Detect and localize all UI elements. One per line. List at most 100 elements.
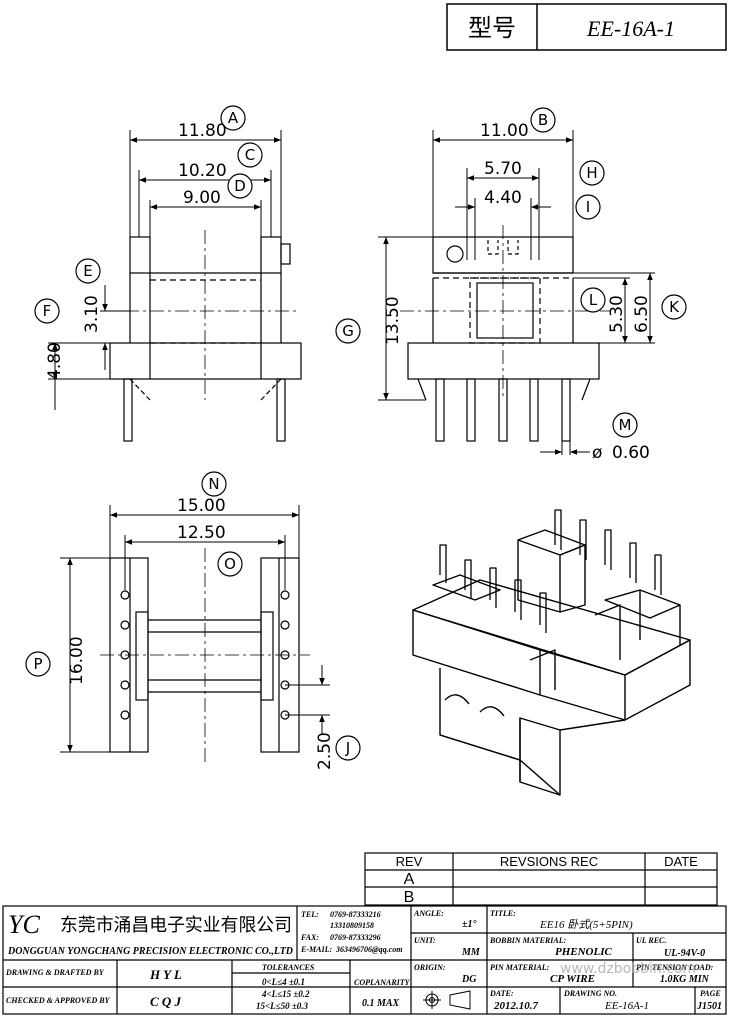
coplanarity-label: COPLANARITY bbox=[354, 978, 411, 987]
bubble-label-a: A bbox=[228, 109, 239, 127]
material-label: BOBBIN MATERIAL: bbox=[489, 936, 567, 945]
date-label: DATE: bbox=[489, 989, 514, 998]
dim-a: 11.80 bbox=[178, 121, 227, 141]
bottom-view-dimensions bbox=[60, 505, 330, 753]
bubble-e bbox=[75, 258, 101, 284]
revision-table-text: REV REVSIONS REC DATE A B bbox=[396, 854, 699, 906]
rev-header-rev: REV bbox=[396, 854, 423, 869]
bubble-label-d: D bbox=[234, 177, 246, 195]
tel-label: TEL: bbox=[301, 910, 319, 919]
checked-label: CHECKED & APPROVED BY bbox=[6, 996, 111, 1005]
bubble-m bbox=[612, 412, 638, 438]
angle-value: ±1° bbox=[462, 919, 477, 930]
tel-value: 0769-87333216 bbox=[330, 910, 381, 919]
bubble-labels: A B C D E F G H I J K L M N O P bbox=[33, 109, 680, 757]
tolerances-label: TOLERANCES bbox=[262, 963, 315, 972]
fax-label: FAX: bbox=[300, 933, 319, 942]
bubble-b bbox=[530, 107, 556, 133]
tol-3: 15<L≤50 ±0.3 bbox=[256, 1001, 309, 1011]
bubble-label-l: L bbox=[589, 291, 598, 309]
fax-value: 0769-87333296 bbox=[330, 933, 381, 942]
callout-bubbles bbox=[25, 105, 687, 761]
dim-e: 3.10 bbox=[82, 295, 102, 333]
drawing-no-label: DRAWING NO. bbox=[563, 989, 617, 998]
rev-header-date: DATE bbox=[664, 854, 698, 869]
material-value: PHENOLIC bbox=[555, 946, 613, 958]
bubble-label-e: E bbox=[83, 262, 92, 280]
title-block-text: YC 东莞市涌昌电子实业有限公司 DONGGUAN YONGCHANG PREC… bbox=[5, 909, 722, 1012]
date-value: 2012.10.7 bbox=[493, 1000, 539, 1012]
company-name-cn: 东莞市涌昌电子实业有限公司 bbox=[60, 915, 292, 936]
ul-label: UL REC. bbox=[636, 936, 666, 945]
side-view bbox=[400, 225, 610, 442]
dim-l: 5.30 bbox=[607, 295, 627, 333]
drawn-label: DRAWING & DRAFTED BY bbox=[5, 968, 105, 977]
origin-label: ORIGIN: bbox=[414, 963, 446, 972]
title-value: EE16 卧式(5+5PIN) bbox=[539, 918, 633, 931]
bubble-label-g: G bbox=[342, 322, 354, 340]
bubble-d bbox=[227, 173, 253, 199]
bubble-label-i: I bbox=[586, 198, 590, 216]
bubble-n bbox=[201, 471, 227, 497]
bubble-k bbox=[661, 294, 687, 320]
company-logo: YC bbox=[8, 910, 40, 939]
rev-row-a: A bbox=[404, 871, 415, 888]
watermark: www.dzbobbin.com bbox=[560, 961, 696, 977]
ul-value: UL-94V-0 bbox=[664, 948, 705, 959]
dim-i: 4.40 bbox=[484, 188, 522, 208]
bubble-label-j: J bbox=[345, 739, 350, 757]
bubble-h bbox=[579, 160, 605, 186]
model-label: 型号 bbox=[468, 14, 516, 42]
revision-table bbox=[364, 852, 718, 906]
front-view-dimensions bbox=[48, 130, 282, 410]
rev-header-rec: REVSIONS REC bbox=[500, 854, 598, 869]
dimension-texts: 11.80 10.20 9.00 11.00 5.70 4.40 15.00 1… bbox=[45, 121, 652, 770]
dim-k: 6.50 bbox=[632, 295, 652, 333]
drawn-value: H Y L bbox=[149, 967, 182, 982]
bubble-label-n: N bbox=[208, 475, 219, 493]
dim-g: 13.50 bbox=[383, 296, 403, 345]
bubble-label-k: K bbox=[669, 298, 680, 316]
bubble-label-o: O bbox=[224, 555, 236, 573]
bubble-label-c: C bbox=[245, 146, 255, 164]
coplanarity-value: 0.1 MAX bbox=[362, 998, 400, 1009]
model-header: 型号 EE-16A-1 bbox=[446, 3, 727, 51]
bubble-label-b: B bbox=[538, 111, 548, 129]
email-label: E-MAIL: bbox=[300, 945, 332, 954]
bubble-label-p: P bbox=[33, 655, 42, 673]
page-label: PAGE bbox=[700, 989, 721, 998]
bubble-c bbox=[237, 142, 263, 168]
page-value: J1501 bbox=[696, 1001, 722, 1012]
side-view-dimensions bbox=[378, 130, 655, 455]
pin-material-label: PIN MATERIAL: bbox=[490, 963, 550, 972]
drawing-no-value: EE-16A-1 bbox=[604, 1000, 649, 1012]
dim-n: 15.00 bbox=[177, 496, 226, 516]
company-name-en: DONGGUAN YONGCHANG PRECISION ELECTRONIC … bbox=[7, 945, 293, 957]
angle-label: ANGLE: bbox=[413, 909, 444, 918]
bubble-f bbox=[34, 298, 60, 324]
tol-1: 0<L≤4 ±0.1 bbox=[262, 977, 305, 987]
pin-tension-label: PIN TENSION LOAD: bbox=[636, 963, 714, 972]
dim-h: 5.70 bbox=[484, 159, 522, 179]
dim-p: 16.00 bbox=[67, 636, 87, 685]
bubble-l bbox=[580, 287, 606, 313]
dim-b: 11.00 bbox=[480, 121, 529, 141]
dim-f: 4.80 bbox=[45, 342, 65, 380]
projection-symbol bbox=[423, 990, 471, 1010]
bubble-g bbox=[335, 318, 361, 344]
bottom-view bbox=[100, 548, 310, 765]
bubble-i bbox=[575, 194, 601, 220]
bubble-a bbox=[220, 105, 246, 131]
tel2-value: 13310809158 bbox=[330, 921, 374, 930]
bubble-label-m: M bbox=[619, 416, 632, 434]
email-value: 363496706@qq.com bbox=[335, 945, 402, 954]
rev-row-b: B bbox=[404, 889, 415, 906]
dim-o: 12.50 bbox=[177, 523, 226, 543]
pin-material-value: CP WIRE bbox=[550, 973, 595, 985]
dim-c: 10.20 bbox=[178, 161, 227, 181]
unit-value: MM bbox=[461, 947, 481, 958]
tol-2: 4<L≤15 ±0.2 bbox=[261, 989, 310, 999]
pin-tension-value: 1.0KG MIN bbox=[660, 974, 710, 985]
title-label: TITLE: bbox=[490, 909, 516, 918]
